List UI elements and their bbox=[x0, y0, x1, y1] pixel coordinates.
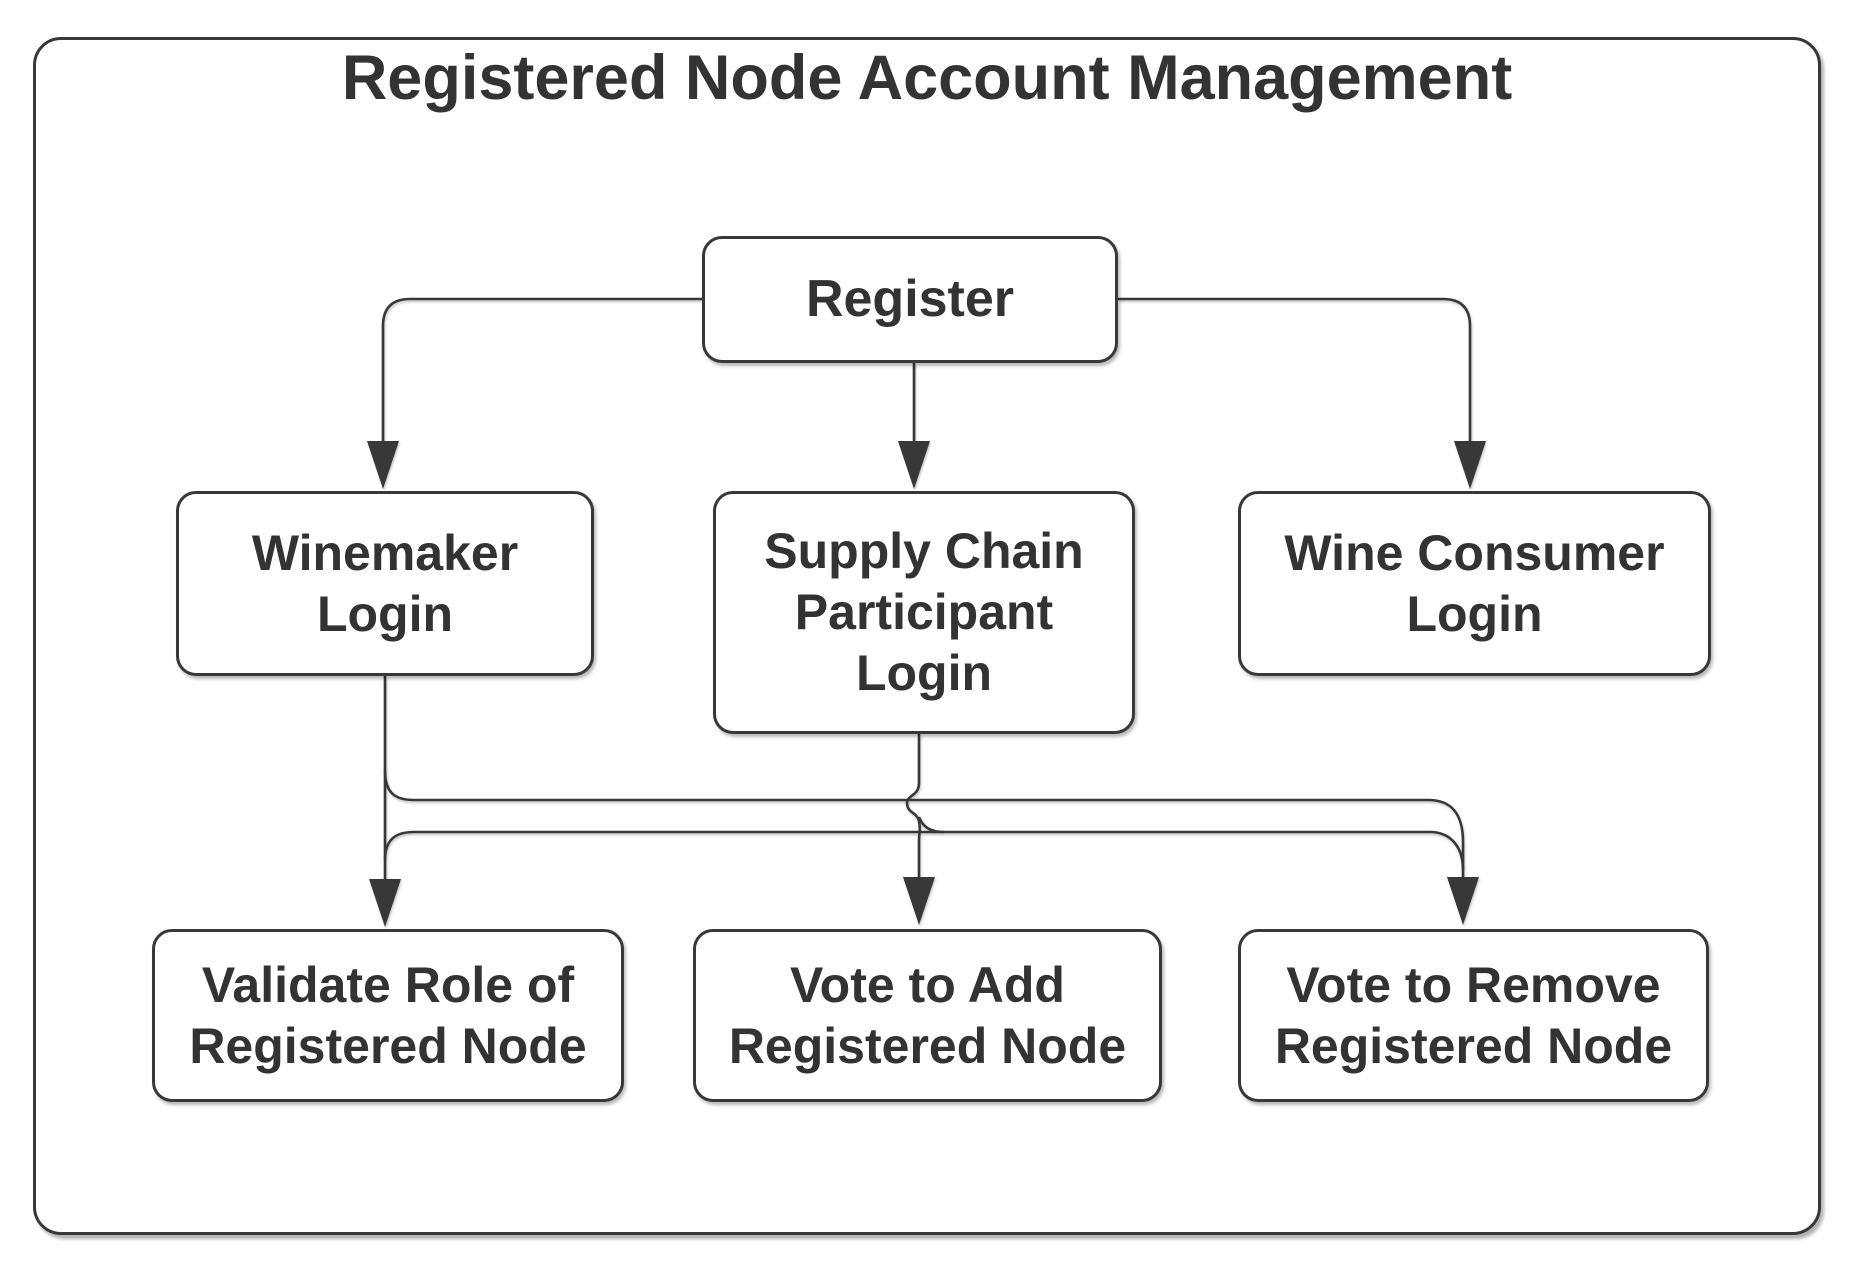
node-validate-role-of-registered-node: Validate Role of Registered Node bbox=[152, 929, 624, 1102]
node-wine-consumer-login: Wine Consumer Login bbox=[1238, 491, 1711, 676]
node-vote-to-add-registered-node: Vote to Add Registered Node bbox=[693, 929, 1162, 1102]
arrowhead-supply-chain-login bbox=[898, 441, 930, 489]
arrowhead-winemaker-login bbox=[367, 441, 399, 489]
arrowhead-validate-role bbox=[369, 879, 401, 927]
edge-rail-lower-shared bbox=[383, 830, 1465, 871]
node-winemaker-login: Winemaker Login bbox=[176, 491, 594, 676]
edge-rail-upper-to-vote-remove bbox=[383, 769, 1465, 879]
edge-register-to-wine-consumer-login bbox=[1118, 297, 1472, 443]
edge-supply-chain-to-vote-add bbox=[905, 734, 922, 879]
node-vote-to-remove-registered-node: Vote to Remove Registered Node bbox=[1238, 929, 1709, 1102]
node-supply-chain-participant-login: Supply Chain Participant Login bbox=[713, 491, 1135, 734]
node-register: Register bbox=[702, 236, 1118, 363]
arrowhead-vote-remove bbox=[1447, 877, 1479, 925]
arrowhead-wine-consumer-login bbox=[1454, 441, 1486, 489]
diagram-title: Registered Node Account Management bbox=[341, 43, 1513, 113]
edge-register-to-winemaker-login bbox=[381, 297, 702, 443]
arrowhead-vote-add bbox=[903, 877, 935, 925]
edge-supply-chain-branch-to-rail bbox=[917, 816, 945, 834]
